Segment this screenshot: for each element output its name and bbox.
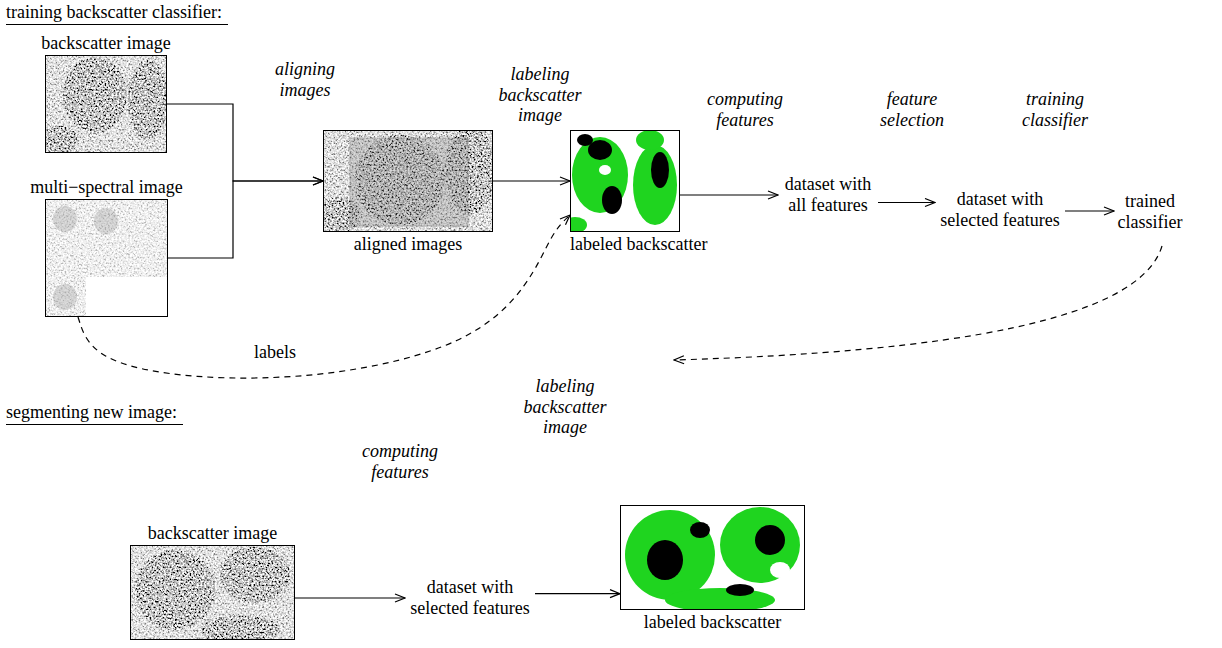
image-frame: aligned images bbox=[323, 130, 493, 232]
overlay-rectangle bbox=[350, 138, 468, 226]
black-region bbox=[755, 525, 785, 555]
caption-block: aligned images bbox=[354, 234, 462, 255]
image-frame: backscatter image bbox=[130, 545, 295, 640]
grain-texture bbox=[130, 545, 295, 640]
black-region bbox=[726, 584, 754, 596]
green-region bbox=[665, 588, 775, 612]
step-label: feature selection bbox=[874, 89, 950, 130]
white-region bbox=[770, 562, 790, 578]
image-caption: multi−spectral image bbox=[30, 177, 183, 198]
text-node: dataset with all features bbox=[778, 174, 878, 215]
image-caption: labeled backscatter bbox=[570, 234, 707, 255]
labeled-picture bbox=[563, 130, 680, 233]
flow-arrow bbox=[680, 194, 778, 195]
spectral-blob bbox=[53, 206, 77, 232]
labeled-picture bbox=[620, 505, 805, 612]
step-label: computing features bbox=[700, 89, 790, 130]
green-region bbox=[636, 130, 664, 150]
flow-arrow bbox=[168, 181, 323, 258]
step-label: labeling backscatter image bbox=[519, 376, 611, 438]
picture-ground bbox=[45, 199, 168, 317]
node-text: dataset with selected features bbox=[935, 189, 1065, 230]
green-region bbox=[572, 137, 628, 213]
caption-block: multi−spectral image bbox=[30, 177, 183, 198]
panel-haze bbox=[45, 199, 168, 317]
dashed-leader bbox=[674, 246, 1162, 360]
text-node: trained classifier bbox=[1114, 191, 1186, 232]
spectral-blob bbox=[94, 208, 118, 234]
black-region bbox=[647, 540, 683, 580]
flow-arrow bbox=[78, 215, 570, 378]
image-frame: labeled backscatter bbox=[570, 130, 680, 232]
green-region bbox=[633, 145, 677, 225]
green-region bbox=[563, 217, 587, 233]
caption-block: labeled backscatter bbox=[644, 612, 781, 633]
aligned-picture bbox=[323, 130, 493, 232]
caption-block: backscatter image bbox=[41, 33, 170, 54]
image-caption: labeled backscatter bbox=[644, 612, 781, 633]
picture-ground bbox=[570, 130, 680, 232]
background-haze bbox=[45, 55, 167, 153]
section-heading: training backscatter classifier: bbox=[6, 2, 228, 25]
grain-texture bbox=[323, 130, 493, 232]
node-text: dataset with selected features bbox=[405, 577, 535, 618]
green-region bbox=[625, 510, 715, 600]
black-region bbox=[602, 186, 622, 214]
image-caption: backscatter image bbox=[148, 523, 277, 544]
flow-arrow bbox=[493, 180, 570, 181]
step-label: computing features bbox=[355, 441, 445, 482]
black-region bbox=[577, 134, 593, 146]
section-heading: segmenting new image: bbox=[6, 402, 183, 425]
backscatter-picture bbox=[130, 545, 295, 640]
background-haze bbox=[130, 545, 295, 640]
node-text: dataset with all features bbox=[778, 174, 878, 215]
green-region bbox=[720, 507, 800, 583]
node-text: trained classifier bbox=[1114, 191, 1186, 232]
background-haze bbox=[323, 130, 493, 232]
backscatter-picture bbox=[45, 55, 167, 153]
flow-arrow bbox=[1065, 210, 1114, 211]
caption-block: labeled backscatter bbox=[570, 234, 707, 255]
edge-label: labels bbox=[251, 342, 299, 363]
image-caption: aligned images bbox=[354, 234, 462, 255]
image-caption: backscatter image bbox=[41, 33, 170, 54]
black-region bbox=[690, 522, 710, 538]
black-region bbox=[651, 152, 669, 188]
step-label: labeling backscatter image bbox=[494, 64, 586, 126]
white-region bbox=[599, 165, 611, 175]
flow-arrow bbox=[535, 593, 620, 594]
multispectral-picture bbox=[45, 199, 168, 317]
grain-texture bbox=[45, 55, 167, 153]
flow-arrow bbox=[878, 202, 935, 203]
step-label: aligning images bbox=[270, 59, 340, 100]
step-label: training classifier bbox=[1016, 89, 1094, 130]
image-frame: backscatter image bbox=[45, 55, 167, 153]
flow-arrow bbox=[167, 104, 323, 181]
image-frame: multi−spectral image bbox=[45, 199, 168, 317]
text-node: dataset with selected features bbox=[935, 189, 1065, 230]
text-node: dataset with selected features bbox=[405, 577, 535, 618]
spectral-panels bbox=[45, 199, 168, 317]
flow-arrow bbox=[295, 597, 405, 598]
image-frame: labeled backscatter bbox=[620, 505, 805, 610]
caption-block: backscatter image bbox=[148, 523, 277, 544]
spectral-blob bbox=[53, 284, 77, 310]
